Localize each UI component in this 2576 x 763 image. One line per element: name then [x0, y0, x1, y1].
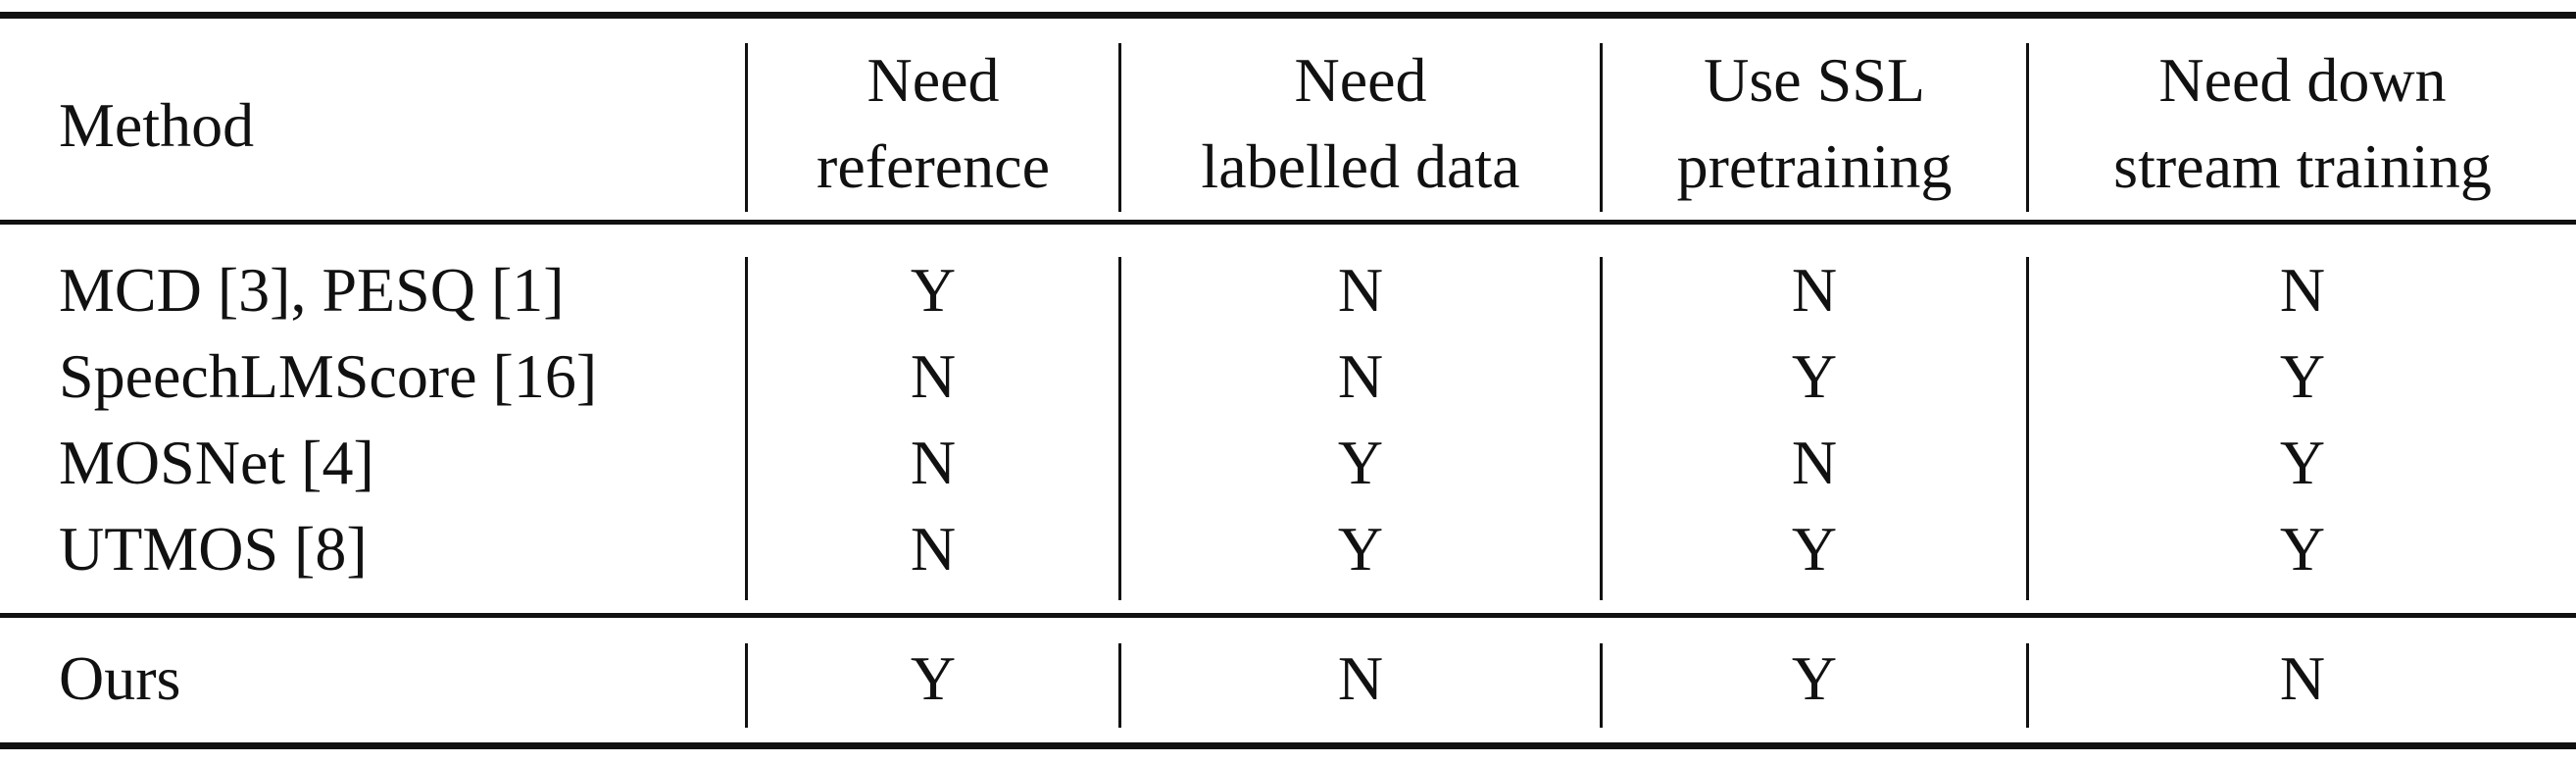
- row-need-reference: N: [910, 341, 957, 411]
- column-divider: [2026, 257, 2029, 600]
- column-divider: [745, 643, 748, 728]
- row-need-downstream-training: Y: [2279, 428, 2326, 497]
- row-method: UTMOS [8]: [59, 514, 368, 584]
- header-use-ssl-pretraining-line1: Use SSL: [1704, 45, 1925, 115]
- row-need-labelled-data: N: [1337, 341, 1384, 411]
- row-method: MOSNet [4]: [59, 428, 374, 497]
- row-need-downstream-training: N: [2279, 255, 2326, 325]
- row-use-ssl-pretraining: N: [1791, 428, 1838, 497]
- column-divider: [745, 257, 748, 600]
- header-need-downstream-training-line1: Need down: [2158, 45, 2447, 115]
- row-need-labelled-data: N: [1337, 643, 1384, 713]
- header-use-ssl-pretraining-line2: pretraining: [1676, 131, 1953, 201]
- column-divider: [2026, 43, 2029, 212]
- row-use-ssl-pretraining: Y: [1791, 514, 1838, 584]
- column-divider: [1118, 643, 1121, 728]
- header-need-downstream-training-line2: stream training: [2113, 131, 2492, 201]
- header-rule: [0, 220, 2576, 225]
- column-divider: [1600, 43, 1603, 212]
- header-need-reference-line2: reference: [817, 131, 1050, 201]
- column-divider: [1600, 643, 1603, 728]
- header-need-labelled-data-line1: Need: [1294, 45, 1427, 115]
- row-need-reference: Y: [910, 643, 957, 713]
- ours-rule: [0, 613, 2576, 618]
- row-need-downstream-training: Y: [2279, 341, 2326, 411]
- column-divider: [1118, 257, 1121, 600]
- row-need-reference: N: [910, 514, 957, 584]
- header-method: Method: [59, 90, 255, 160]
- top-rule: [0, 12, 2576, 19]
- row-need-downstream-training: N: [2279, 643, 2326, 713]
- bottom-rule: [0, 742, 2576, 749]
- row-need-labelled-data: Y: [1337, 428, 1384, 497]
- row-use-ssl-pretraining: Y: [1791, 643, 1838, 713]
- column-divider: [1118, 43, 1121, 212]
- column-divider: [1600, 257, 1603, 600]
- row-need-reference: Y: [910, 255, 957, 325]
- header-need-labelled-data-line2: labelled data: [1201, 131, 1520, 201]
- row-use-ssl-pretraining: Y: [1791, 341, 1838, 411]
- column-divider: [2026, 643, 2029, 728]
- row-use-ssl-pretraining: N: [1791, 255, 1838, 325]
- row-method: Ours: [59, 643, 181, 713]
- row-need-labelled-data: Y: [1337, 514, 1384, 584]
- row-method: MCD [3], PESQ [1]: [59, 255, 565, 325]
- column-divider: [745, 43, 748, 212]
- header-need-reference-line1: Need: [867, 45, 1000, 115]
- row-need-labelled-data: N: [1337, 255, 1384, 325]
- row-need-reference: N: [910, 428, 957, 497]
- row-method: SpeechLMScore [16]: [59, 341, 598, 411]
- row-need-downstream-training: Y: [2279, 514, 2326, 584]
